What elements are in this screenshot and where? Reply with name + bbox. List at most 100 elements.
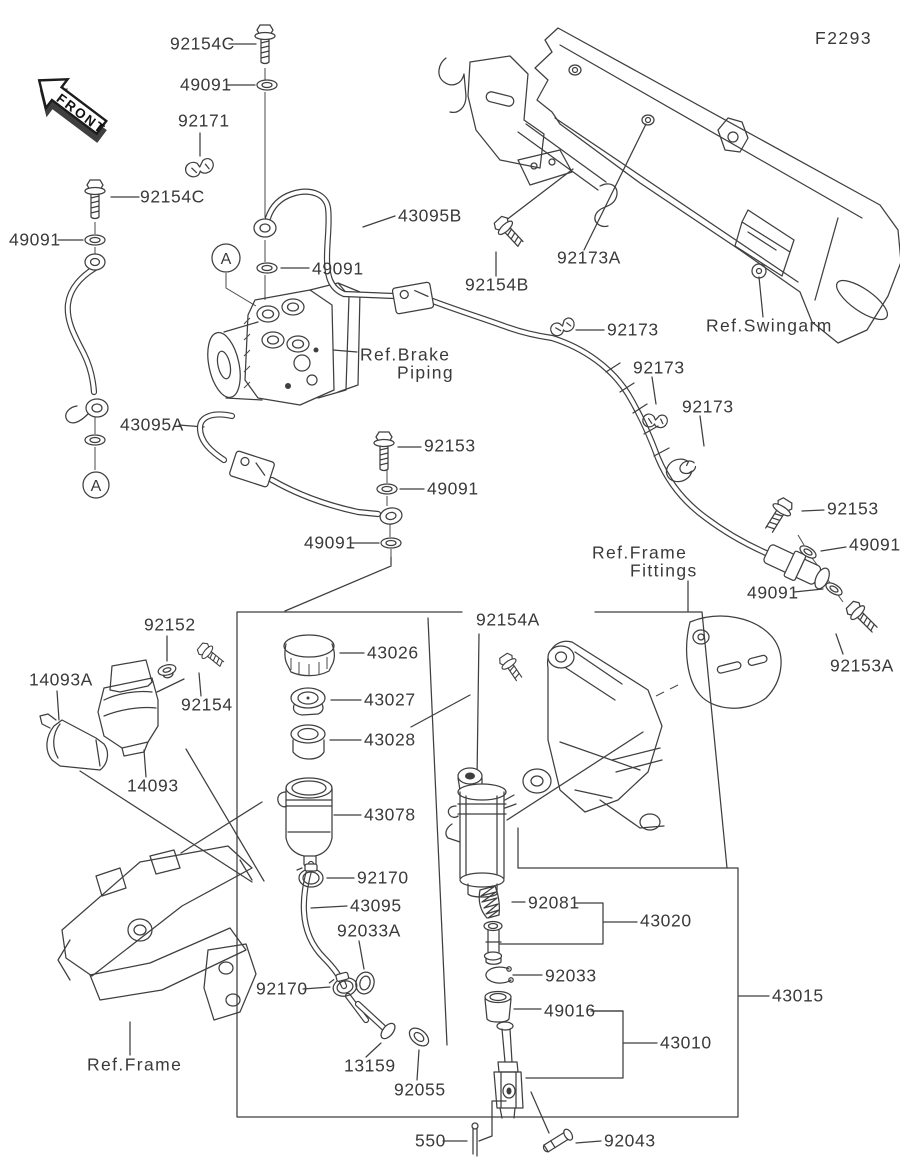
part-label-49091-2: 49091: [9, 229, 61, 250]
frame-section: [57, 845, 257, 1021]
part-label-49091-4: 49091: [849, 534, 900, 555]
part-label-92173-2: 92173: [633, 357, 685, 378]
part-label-14093: 14093: [127, 775, 179, 796]
part-label-92170-1: 92170: [357, 867, 409, 888]
push-rod-clevis: [493, 1021, 524, 1119]
oring-92033A: [355, 971, 375, 995]
part-label-92154C-1: 92154C: [170, 33, 235, 54]
washer-49091-2: [84, 234, 106, 246]
circlip-92033: [485, 966, 514, 984]
part-label-43095B: 43095B: [398, 205, 462, 226]
part-label-92173-3: 92173: [682, 396, 734, 417]
section-marker-a-bottom: A: [82, 471, 110, 499]
ref-label-ref-frame-fittings-2: Fittings: [630, 560, 698, 581]
grommet-92152: [157, 664, 177, 679]
washer-92055: [408, 1027, 430, 1047]
reservoir-parts: [277, 634, 335, 868]
washer-49091-8: [825, 582, 843, 596]
svg-text:A: A: [221, 251, 232, 268]
footpeg-bracket: [522, 615, 782, 831]
clip-92173-3: [665, 458, 697, 483]
washer-49091-3: [256, 262, 278, 274]
banjo-bolt-92153-right: [765, 497, 793, 533]
bolt-92153A: [845, 600, 878, 633]
clip-92171: [185, 158, 214, 178]
hose-guard-bracket: [438, 55, 618, 228]
part-label-92153A: 92153A: [830, 655, 894, 676]
reservoir-cap-43026: [283, 634, 335, 677]
rear-hose-end-fitting: [763, 544, 830, 590]
banjo-bolt-92153-mid: [373, 431, 395, 472]
section-marker-a-top: A: [211, 243, 241, 273]
clevis-pin-92043: [542, 1128, 574, 1153]
part-label-49091-7: 49091: [304, 532, 356, 553]
part-label-49091-6: 49091: [427, 478, 479, 499]
washer-49091-7: [799, 545, 817, 559]
hose-fittings: [65, 218, 830, 1040]
hose-joint-block-2: [229, 450, 275, 488]
clamp-92170-1: [296, 863, 324, 888]
part-label-43095A: 43095A: [120, 414, 184, 435]
part-label-49016: 49016: [544, 1000, 596, 1021]
part-label-92033A: 92033A: [337, 920, 401, 941]
ref-label-ref-swingarm: Ref.Swingarm: [706, 315, 833, 336]
part-label-13159: 13159: [344, 1055, 396, 1076]
part-label-92081: 92081: [528, 892, 580, 913]
spring-92081: [478, 885, 500, 919]
part-label-92033: 92033: [545, 965, 597, 986]
part-label-43010: 43010: [660, 1032, 712, 1053]
piston-43020: [483, 920, 503, 965]
hoses: [64, 188, 770, 1024]
part-label-92154B: 92154B: [465, 274, 529, 295]
pipe-union-13159: [354, 1000, 396, 1040]
part-label-49091-5: 49091: [747, 582, 799, 603]
hose-joint-block-1: [391, 281, 435, 315]
boot-cup-49016: [484, 990, 512, 1023]
reservoir-tank-43078: [277, 777, 333, 868]
part-label-43020: 43020: [640, 910, 692, 931]
part-label-92055: 92055: [394, 1079, 446, 1100]
part-label-92170-2: 92170: [256, 978, 308, 999]
part-label-14093A: 14093A: [29, 669, 93, 690]
assembly-axes: [94, 68, 844, 603]
clamp-92170-2: [328, 971, 358, 997]
part-label-92153-1: 92153: [827, 498, 879, 519]
bolt-92154A: [499, 652, 523, 682]
ref-label-ref-frame-fittings-1: Ref.Frame: [592, 542, 688, 563]
figure-code: F2293: [815, 28, 873, 48]
clip-92173-1: [550, 317, 575, 337]
part-label-49091-1: 49091: [180, 74, 232, 95]
leader-lines: [56, 43, 847, 1144]
part-label-92154C-2: 92154C: [140, 186, 205, 207]
ref-label-ref-brake-1: Ref.Brake: [360, 344, 451, 365]
part-label-43015: 43015: [772, 985, 824, 1006]
part-label-92173-1: 92173: [607, 319, 659, 340]
part-label-43026: 43026: [367, 642, 419, 663]
small-hardware: [84, 24, 878, 1157]
bolt-92154: [196, 642, 225, 667]
washer-49091-4: [84, 434, 106, 446]
abs-unit: [207, 282, 361, 406]
washer-49091-5: [376, 483, 398, 495]
diaphragm-plate-43027: [290, 687, 326, 716]
clamp-band-14093A: [39, 713, 109, 771]
clip-92173-2: [642, 413, 668, 429]
front-arrow: FRONT: [37, 77, 109, 143]
part-label-92171: 92171: [178, 110, 230, 131]
bolt-92154B: [493, 215, 524, 247]
part-label-43028: 43028: [364, 729, 416, 750]
part-label-92152: 92152: [144, 614, 196, 635]
part-label-43095: 43095: [350, 895, 402, 916]
washer-49091-6: [380, 537, 402, 549]
cotter-pin-550: [471, 1122, 479, 1157]
cover-group: [39, 659, 159, 771]
part-label-92043: 92043: [604, 1130, 656, 1151]
svg-text:A: A: [91, 478, 102, 495]
diaphragm-cup-43028: [290, 724, 326, 760]
master-cylinder: [445, 767, 517, 898]
washer-49091-1: [256, 79, 278, 91]
part-label-49091-3: 49091: [312, 258, 364, 279]
part-label-92153-2: 92153: [424, 435, 476, 456]
banjo-bolt-92154C-left: [84, 179, 106, 220]
